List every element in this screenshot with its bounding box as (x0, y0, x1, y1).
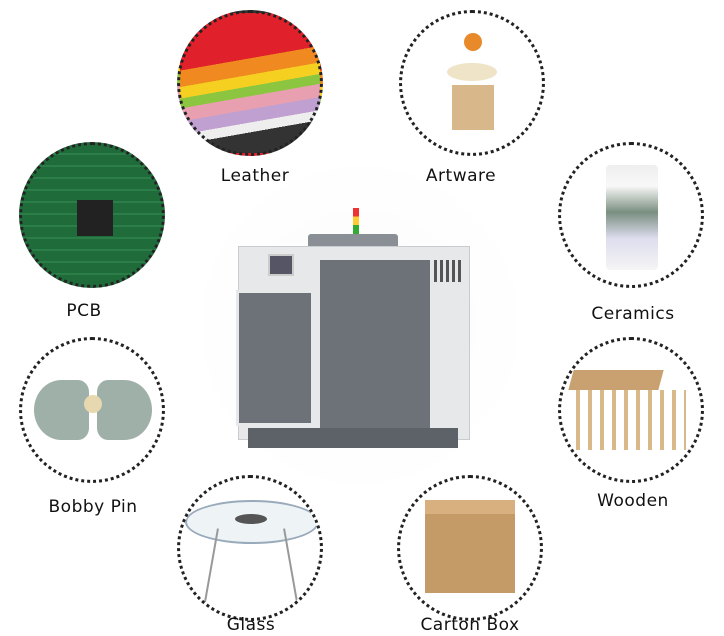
left-door (236, 290, 314, 426)
leather-label: Leather (220, 166, 290, 186)
side-vent (434, 260, 462, 282)
machine-image (228, 208, 473, 453)
artware-label: Artware (425, 166, 497, 186)
artware-image (399, 10, 545, 156)
pcb-label: PCB (66, 301, 102, 321)
glass-image (177, 475, 323, 621)
glass-label: Glass (226, 615, 276, 635)
bobby-pin-label: Bobby Pin (48, 497, 138, 517)
right-door (316, 256, 434, 434)
leather-image (177, 10, 323, 156)
wooden-label: Wooden (597, 491, 669, 511)
signal-light (353, 208, 359, 236)
wooden-image (558, 337, 704, 483)
pcb-image (19, 142, 165, 288)
carton-box-label: Carton Box (420, 615, 520, 635)
control-screen (268, 254, 294, 276)
ceramics-label: Ceramics (591, 304, 675, 324)
carton-box-image (397, 475, 543, 621)
bobby-pin-image (19, 337, 165, 483)
ceramics-image (558, 142, 704, 288)
